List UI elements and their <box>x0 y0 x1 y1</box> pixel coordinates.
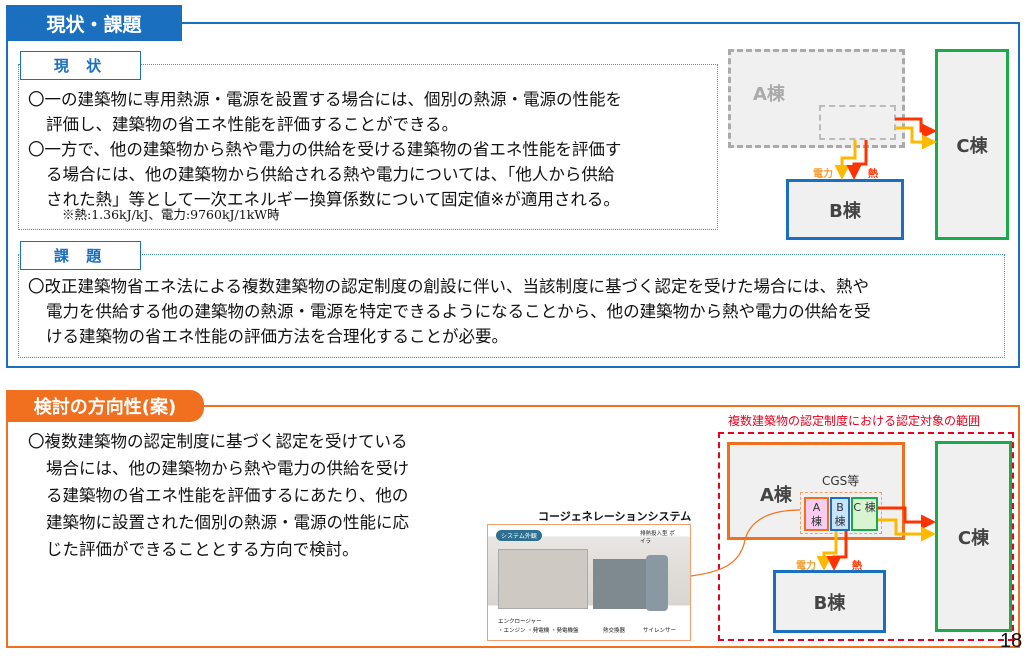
current-line: 〇一方で、他の建築物から熱や電力の供給を受ける建築物の省エネ性能を評価す <box>28 140 622 159</box>
cogeneration-photo: システム外観 排熱投入型 ボイラ エンクロージャー ・エンジン ・発電機 ・発電… <box>487 524 691 641</box>
power-label: 電力 <box>813 169 833 180</box>
direction-line: じた評価ができることとする方向で検討。 <box>46 540 359 559</box>
hx-label: 熱交換器 <box>603 628 626 634</box>
unit-b: B 棟 <box>830 497 850 531</box>
direction-line: る建築物の省エネ性能を評価するにあたり、他の <box>46 486 409 505</box>
boiler-label: 排熱投入型 ボイラ <box>640 531 675 545</box>
arrows-diagram2 <box>690 506 936 577</box>
current-issues-section <box>6 22 1020 368</box>
scope-box <box>718 432 1014 641</box>
scope-label: 複数建築物の認定制度における認定対象の範囲 <box>728 414 981 428</box>
building-b-diagram2: B棟 <box>773 570 886 633</box>
current-line: る場合には、他の建築物から供給される熱や電力については、「他人から供給 <box>46 165 615 184</box>
power-arrow-to-c <box>895 126 937 150</box>
current-box <box>18 64 718 230</box>
power-arrow-to-c <box>878 518 936 542</box>
issue-line: 電力を供給する他の建築物の熱源・電源を特定できるようになることから、他の建築物か… <box>46 302 871 321</box>
building-b-diagram1: B棟 <box>786 179 904 240</box>
cgs-label: CGS等 <box>822 474 860 488</box>
direction-section <box>6 405 1020 648</box>
direction-line: 〇複数建築物の認定制度に基づく認定を受けている <box>28 432 408 451</box>
issue-line: ける建築物の省エネ性能の評価方法を合理化することが必要。 <box>46 327 508 346</box>
building-a-label: A棟 <box>753 84 785 105</box>
unit-a: A 棟 <box>804 497 829 531</box>
current-line: 評価し、建築物の省エネ性能を評価することができる。 <box>46 115 459 134</box>
enclosure-image <box>498 549 588 609</box>
unit-c: C 棟 <box>851 497 878 531</box>
direction-line: 場合には、他の建築物から熱や電力の供給を受け <box>46 459 409 478</box>
direction-line: 建築物に設置された個別の熱源・電源の性能に応 <box>46 513 409 532</box>
page-number: 18 <box>1000 630 1023 652</box>
section-title-direction: 検討の方向性(案) <box>6 390 204 422</box>
building-a-label: A棟 <box>760 485 792 506</box>
arrows-diagram1 <box>834 117 937 180</box>
power-label: 電力 <box>796 561 816 572</box>
heat-arrow-to-b <box>846 140 868 180</box>
parts-label: ・エンジン ・発電機 ・発電機盤 <box>498 628 579 634</box>
power-arrow-to-b <box>834 140 857 180</box>
building-c-diagram2: C棟 <box>935 441 1012 632</box>
issue-label: 課 題 <box>20 241 141 270</box>
building-a-diagram1: A棟 <box>728 49 905 148</box>
silencer-label: サイレンサー <box>643 628 677 634</box>
enclosure-label: エンクロージャー <box>498 619 542 625</box>
current-text: 〇一の建築物に専用熱源・電源を設置する場合には、個別の熱源・電源の性能を 評価し… <box>28 87 622 212</box>
heat-label: 熱 <box>852 561 862 572</box>
issue-text: 〇改正建築物省エネ法による複数建築物の認定制度の創設に伴い、当該制度に基づく認定… <box>28 274 871 349</box>
direction-text: 〇複数建築物の認定制度に基づく認定を受けている 場合には、他の建築物から熱や電力… <box>28 428 409 563</box>
heat-arrow-to-b <box>826 531 848 571</box>
heat-source-area <box>819 105 896 140</box>
photo-badge: システム外観 <box>496 530 542 541</box>
issue-box <box>18 254 1005 358</box>
cgs-area <box>800 492 882 534</box>
heat-arrow-to-c <box>895 117 937 139</box>
boiler-image <box>646 555 668 611</box>
current-line: された熱」等として一次エネルギー換算係数について固定値※が適用される。 <box>46 190 620 209</box>
power-arrow-to-b <box>816 531 838 571</box>
current-label: 現 状 <box>20 51 141 80</box>
heat-arrow-to-c <box>878 506 936 530</box>
heat-label: 熱 <box>868 169 878 180</box>
section-title-current-issues: 現状・課題 <box>6 5 182 41</box>
issue-line: 〇改正建築物省エネ法による複数建築物の認定制度の創設に伴い、当該制度に基づく認定… <box>28 277 870 296</box>
photo-connector <box>690 509 801 577</box>
footnote: ※熱:1.36kJ/kJ、電力:9760kJ/1kW時 <box>62 207 280 222</box>
current-line: 〇一の建築物に専用熱源・電源を設置する場合には、個別の熱源・電源の性能を <box>28 90 622 109</box>
photo-title: コージェネレーションシステム <box>538 510 692 523</box>
equipment-image <box>593 559 648 609</box>
